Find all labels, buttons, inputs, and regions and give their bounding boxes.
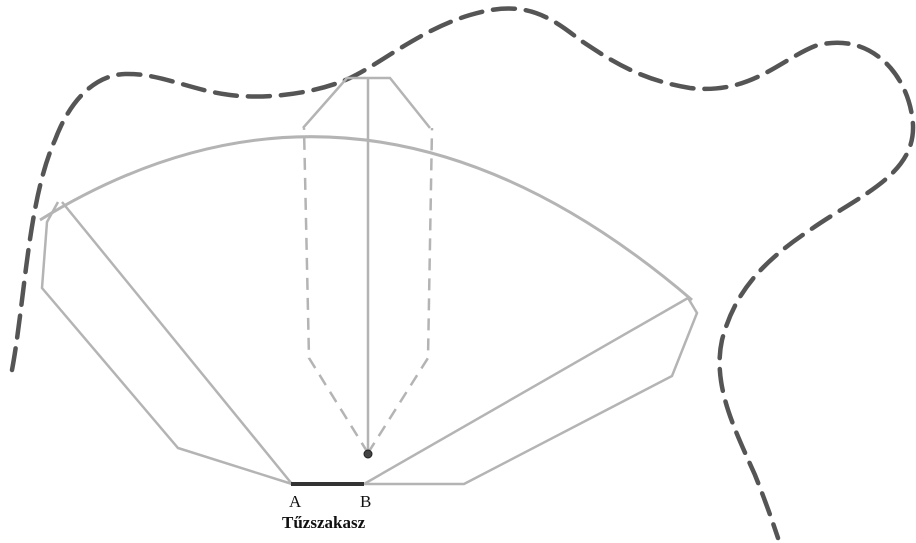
dashed-boundary-line — [9, 6, 916, 541]
central-dashed-sector — [302, 127, 370, 454]
left-sector-boundary — [61, 201, 293, 485]
central-sector-top — [302, 76, 431, 129]
origin-point — [363, 449, 373, 459]
fan-outer-arc — [39, 135, 693, 302]
segment-caption: Tűzszakasz — [282, 513, 366, 532]
left-sector-outline — [40, 201, 293, 486]
point-a-label: A — [289, 492, 302, 511]
right-sector-outline — [364, 297, 699, 486]
right-sector-boundary — [363, 296, 689, 486]
central-dashed-sector-right — [366, 127, 434, 454]
point-b-label: B — [360, 492, 371, 511]
